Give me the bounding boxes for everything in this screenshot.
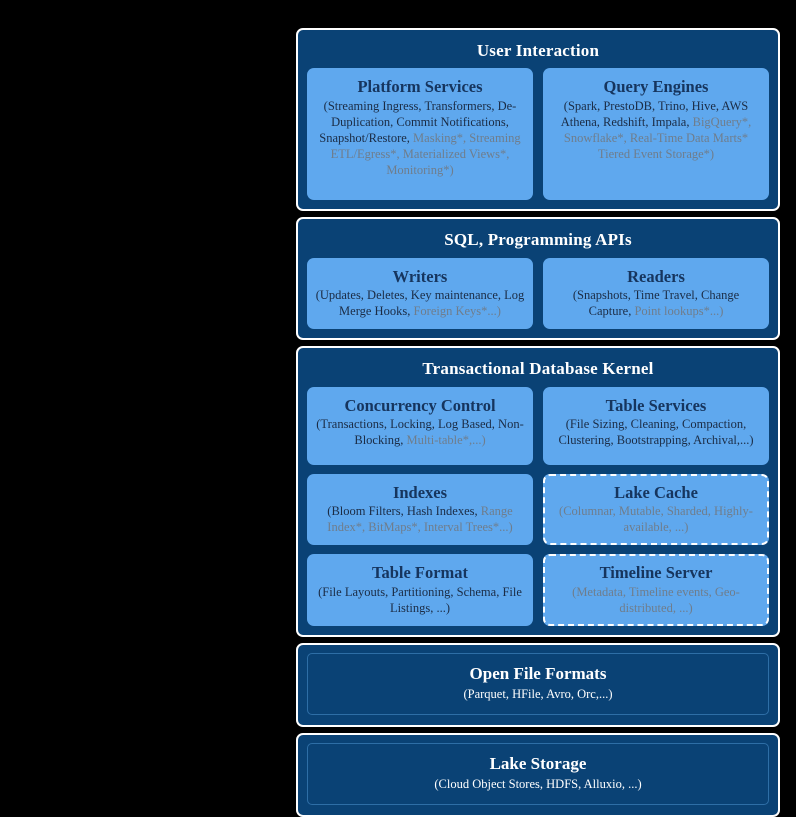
- card-body: (File Sizing, Cleaning, Compaction, Clus…: [551, 416, 761, 448]
- card-body-available: (Snapshots, Time Travel, Change Capture,: [572, 288, 740, 319]
- card-body: (File Layouts, Partitioning, Schema, Fil…: [315, 584, 525, 616]
- card-body: (Snapshots, Time Travel, Change Capture,…: [551, 287, 761, 319]
- card-row: Writers (Updates, Deletes, Key maintenan…: [307, 257, 769, 330]
- card-table-format[interactable]: Table Format (File Layouts, Partitioning…: [307, 554, 533, 627]
- card-row: Concurrency Control (Transactions, Locki…: [307, 386, 769, 465]
- layer-transactional-database-kernel: Transactional Database Kernel Concurrenc…: [296, 346, 780, 638]
- architecture-stack: User Interaction Platform Services (Stre…: [296, 28, 780, 817]
- card-body-future: Range Index*, BitMaps*, Interval Trees*.…: [327, 504, 513, 535]
- card-timeline-server[interactable]: Timeline Server (Metadata, Timeline even…: [543, 554, 769, 627]
- card-lake-cache[interactable]: Lake Cache (Columnar, Mutable, Sharded, …: [543, 473, 769, 546]
- card-body-future: Multi-table*,...): [406, 433, 486, 448]
- bar-subtitle: (Parquet, HFile, Avro, Orc,...): [463, 686, 613, 701]
- card-platform-services[interactable]: Platform Services (Streaming Ingress, Tr…: [307, 68, 533, 201]
- card-readers[interactable]: Readers (Snapshots, Time Travel, Change …: [543, 257, 769, 330]
- card-body-future: Point lookups*...): [634, 304, 724, 319]
- card-body-future: BigQuery*, Snowflake*, Real-Time Data Ma…: [563, 115, 752, 162]
- card-body-available: (Streaming Ingress, Transformers, De-Dup…: [319, 99, 517, 146]
- layer-lake-storage: Lake Storage (Cloud Object Stores, HDFS,…: [296, 733, 780, 817]
- card-title: Platform Services: [357, 77, 483, 97]
- card-title: Indexes: [392, 482, 448, 502]
- card-title: Readers: [627, 266, 685, 286]
- card-query-engines[interactable]: Query Engines (Spark, PrestoDB, Trino, H…: [543, 68, 769, 201]
- card-title: Writers: [392, 266, 448, 286]
- bar-lake-storage[interactable]: Lake Storage (Cloud Object Stores, HDFS,…: [307, 743, 769, 806]
- card-body: (Columnar, Mutable, Sharded, Highly-avai…: [551, 503, 761, 535]
- card-row: Indexes (Bloom Filters, Hash Indexes, Ra…: [307, 473, 769, 546]
- card-body: (Bloom Filters, Hash Indexes, Range Inde…: [315, 503, 525, 535]
- card-body: (Updates, Deletes, Key maintenance, Log …: [315, 287, 525, 319]
- bar-open-file-formats[interactable]: Open File Formats (Parquet, HFile, Avro,…: [307, 653, 769, 716]
- layer-user-interaction: User Interaction Platform Services (Stre…: [296, 28, 780, 212]
- card-title: Table Format: [371, 563, 469, 583]
- card-table-services[interactable]: Table Services (File Sizing, Cleaning, C…: [543, 386, 769, 465]
- card-title: Lake Cache: [614, 482, 698, 502]
- card-body-available: (File Layouts, Partitioning, Schema, Fil…: [318, 585, 522, 616]
- card-body-available: (Updates, Deletes, Key maintenance, Log …: [315, 288, 525, 319]
- card-row: Table Format (File Layouts, Partitioning…: [307, 554, 769, 627]
- card-writers[interactable]: Writers (Updates, Deletes, Key maintenan…: [307, 257, 533, 330]
- card-body-available: (Spark, PrestoDB, Trino, Hive, AWS Athen…: [560, 99, 749, 130]
- bar-title: Lake Storage: [489, 754, 587, 774]
- bar-subtitle: (Cloud Object Stores, HDFS, Alluxio, ...…: [434, 776, 642, 791]
- layer-title: SQL, Programming APIs: [444, 230, 632, 250]
- card-body-available: (File Sizing, Cleaning, Compaction, Clus…: [558, 417, 754, 448]
- card-body-available: (Bloom Filters, Hash Indexes,: [327, 504, 481, 519]
- card-title: Table Services: [605, 395, 707, 415]
- layer-title: User Interaction: [476, 41, 600, 60]
- layer-sql-programming-apis: SQL, Programming APIs Writers (Updates, …: [296, 217, 780, 341]
- card-body: (Metadata, Timeline events, Geo-distribu…: [551, 584, 761, 616]
- card-concurrency-control[interactable]: Concurrency Control (Transactions, Locki…: [307, 386, 533, 465]
- card-body: (Transactions, Locking, Log Based, Non-B…: [315, 416, 525, 448]
- card-body-future: Foreign Keys*...): [413, 304, 501, 319]
- card-body: (Spark, PrestoDB, Trino, Hive, AWS Athen…: [551, 98, 761, 162]
- layer-open-file-formats: Open File Formats (Parquet, HFile, Avro,…: [296, 643, 780, 728]
- card-body-available: (Transactions, Locking, Log Based, Non-B…: [316, 417, 524, 448]
- card-indexes[interactable]: Indexes (Bloom Filters, Hash Indexes, Ra…: [307, 473, 533, 546]
- bar-title: Open File Formats: [469, 664, 607, 684]
- card-body-future: (Columnar, Mutable, Sharded, Highly-avai…: [559, 504, 753, 535]
- card-title: Concurrency Control: [344, 395, 496, 415]
- card-row: Platform Services (Streaming Ingress, Tr…: [307, 68, 769, 201]
- card-title: Query Engines: [603, 77, 709, 97]
- card-body-future: Masking*, Streaming ETL/Egress*, Materia…: [330, 131, 521, 178]
- card-body: (Streaming Ingress, Transformers, De-Dup…: [315, 98, 525, 178]
- card-body-future: (Metadata, Timeline events, Geo-distribu…: [572, 585, 740, 616]
- card-title: Timeline Server: [599, 563, 713, 583]
- layer-title: Transactional Database Kernel: [422, 359, 654, 379]
